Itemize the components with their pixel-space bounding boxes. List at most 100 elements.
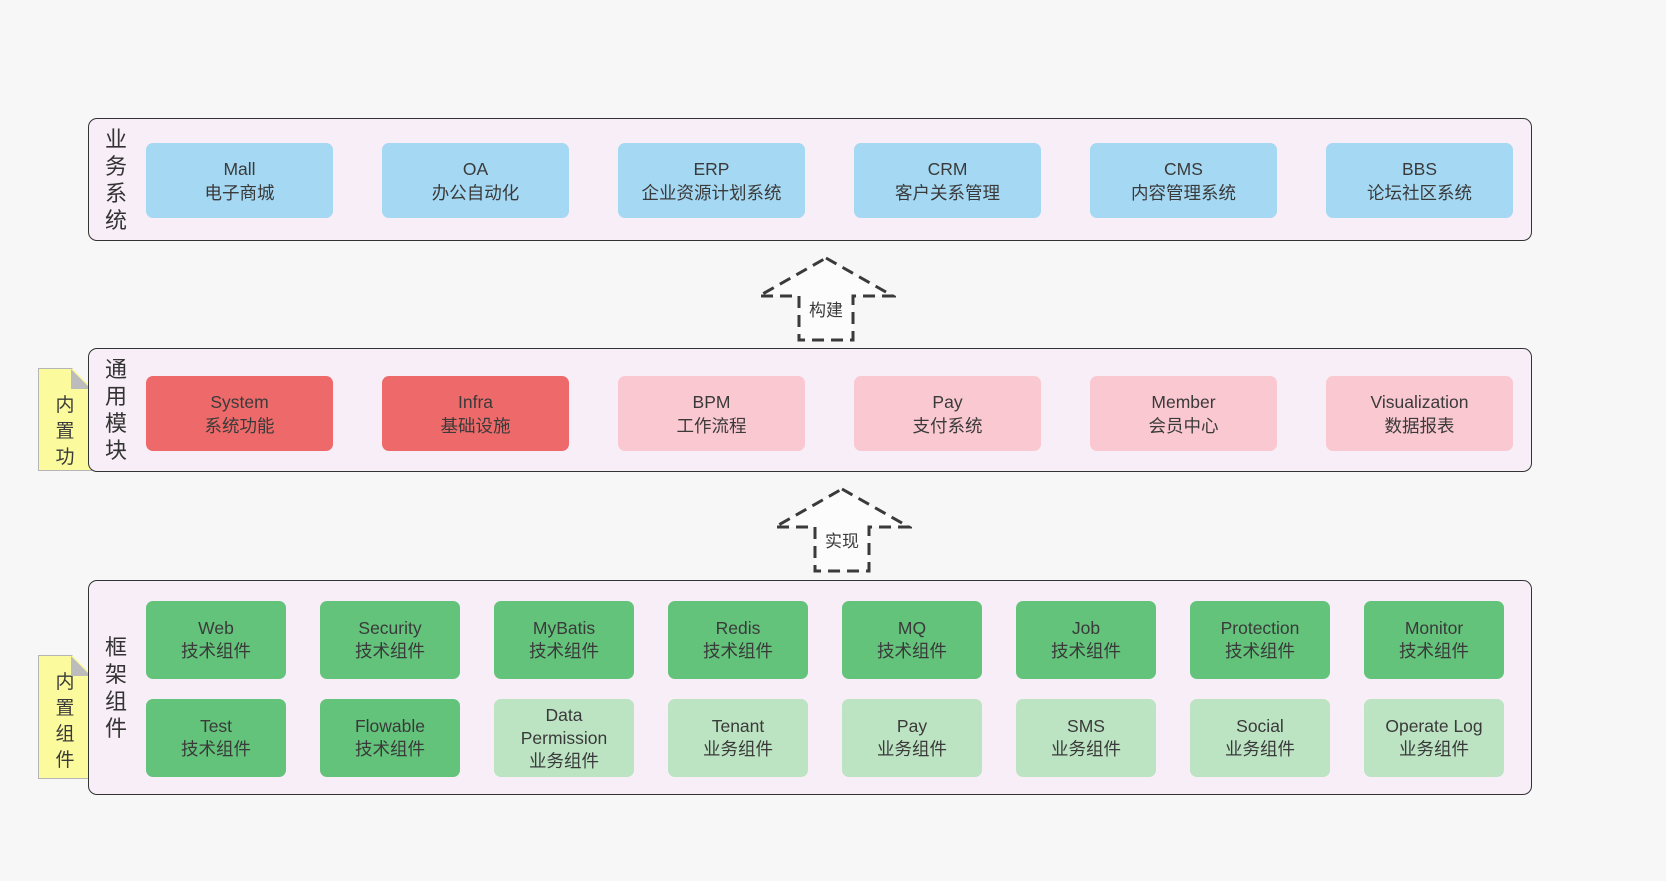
box-subtitle: 企业资源计划系统 [641, 182, 782, 203]
box-test: Test 技术组件 [146, 699, 286, 777]
box-title: Redis [715, 618, 761, 638]
modules-boxes-row: System 系统功能 Infra 基础设施 BPM 工作流程 Pay 支付系统… [146, 376, 1513, 451]
box-monitor: Monitor 技术组件 [1364, 601, 1504, 679]
box-title: Mall [223, 158, 256, 179]
box-subtitle: 业务组件 [703, 739, 773, 759]
box-title: BPM [692, 391, 731, 412]
box-title: BBS [1401, 158, 1438, 179]
box-subtitle: 业务组件 [877, 739, 947, 759]
box-subtitle: 基础设施 [440, 415, 511, 436]
box-bpm: BPM 工作流程 [618, 376, 805, 451]
box-erp: ERP 企业资源计划系统 [618, 143, 805, 218]
box-protection: Protection 技术组件 [1190, 601, 1330, 679]
box-subtitle: 系统功能 [204, 415, 275, 436]
note-text: 内置功能 [55, 395, 75, 494]
box-subtitle: 数据报表 [1384, 415, 1455, 436]
box-redis: Redis 技术组件 [668, 601, 808, 679]
box-tenant: Tenant 业务组件 [668, 699, 808, 777]
box-title: Social [1236, 716, 1284, 736]
layer-label-text: 通用模块 [104, 357, 127, 463]
box-title: Flowable [354, 716, 426, 736]
box-title: Data Permission [520, 704, 608, 748]
box-title: System [210, 391, 269, 412]
box-subtitle: 业务组件 [1051, 739, 1121, 759]
box-system: System 系统功能 [146, 376, 333, 451]
box-title: Operate Log [1385, 716, 1483, 736]
box-operate-log: Operate Log 业务组件 [1364, 699, 1504, 777]
box-title: Security [358, 618, 422, 638]
box-subtitle: 技术组件 [181, 641, 251, 661]
box-subtitle: 技术组件 [1399, 641, 1469, 661]
box-subtitle: 技术组件 [529, 641, 599, 661]
box-subtitle: 电子商城 [204, 182, 275, 203]
box-subtitle: 技术组件 [877, 641, 947, 661]
box-title: MQ [897, 618, 927, 638]
box-cms: CMS 内容管理系统 [1090, 143, 1277, 218]
box-subtitle: 技术组件 [703, 641, 773, 661]
box-title: Web [198, 618, 234, 638]
box-title: Pay [896, 716, 928, 736]
layer-label-text: 框架组件 [104, 634, 127, 741]
box-subtitle: 工作流程 [676, 415, 747, 436]
components-row-2: Test 技术组件 Flowable 技术组件 Data Permission … [146, 699, 1504, 777]
box-social: Social 业务组件 [1190, 699, 1330, 777]
box-title: Test [199, 716, 233, 736]
box-title: OA [462, 158, 489, 179]
box-subtitle: 支付系统 [912, 415, 983, 436]
implement-arrow: 实现 [772, 486, 912, 574]
box-title: Monitor [1404, 618, 1464, 638]
layer-label-text: 业务系统 [104, 126, 127, 233]
box-subtitle: 业务组件 [1399, 739, 1469, 759]
layer-label-framework-components: 框架组件 [102, 581, 130, 794]
box-pay: Pay 支付系统 [854, 376, 1041, 451]
box-title: ERP [693, 158, 730, 179]
box-subtitle: 内容管理系统 [1131, 182, 1236, 203]
layer-label-common-modules: 通用模块 [102, 349, 130, 471]
box-bbs: BBS 论坛社区系统 [1326, 143, 1513, 218]
box-member: Member 会员中心 [1090, 376, 1277, 451]
box-title: Protection [1220, 618, 1300, 638]
box-title: MyBatis [532, 618, 596, 638]
box-pay-component: Pay 业务组件 [842, 699, 982, 777]
box-title: Visualization [1370, 391, 1469, 412]
box-sms: SMS 业务组件 [1016, 699, 1156, 777]
layer-business-systems: 业务系统 Mall 电子商城 OA 办公自动化 ERP 企业资源计划系统 CRM… [88, 118, 1532, 241]
box-subtitle: 技术组件 [1225, 641, 1295, 661]
box-subtitle: 会员中心 [1148, 415, 1219, 436]
box-title: Infra [457, 391, 494, 412]
box-title: Tenant [711, 716, 765, 736]
layer-label-business-systems: 业务系统 [102, 119, 130, 240]
box-title: Member [1151, 391, 1216, 412]
box-mybatis: MyBatis 技术组件 [494, 601, 634, 679]
box-mq: MQ 技术组件 [842, 601, 982, 679]
box-infra: Infra 基础设施 [382, 376, 569, 451]
note-text: 内置组件 [55, 672, 75, 771]
box-title: CMS [1164, 158, 1203, 179]
layer-framework-components: 框架组件 Web 技术组件 Security 技术组件 MyBatis 技术组件… [88, 580, 1532, 795]
business-boxes-row: Mall 电子商城 OA 办公自动化 ERP 企业资源计划系统 CRM 客户关系… [146, 143, 1513, 218]
box-subtitle: 技术组件 [355, 641, 425, 661]
box-flowable: Flowable 技术组件 [320, 699, 460, 777]
box-title: CRM [927, 158, 968, 179]
box-title: Pay [932, 391, 963, 412]
box-subtitle: 技术组件 [355, 739, 425, 759]
build-arrow: 构建 [756, 255, 896, 343]
box-subtitle: 办公自动化 [431, 182, 520, 203]
box-crm: CRM 客户关系管理 [854, 143, 1041, 218]
box-subtitle: 论坛社区系统 [1367, 182, 1472, 203]
arrow-label: 构建 [805, 295, 847, 322]
box-subtitle: 客户关系管理 [895, 182, 1000, 203]
layer-common-modules: 通用模块 System 系统功能 Infra 基础设施 BPM 工作流程 Pay… [88, 348, 1532, 472]
components-row-1: Web 技术组件 Security 技术组件 MyBatis 技术组件 Redi… [146, 601, 1504, 679]
box-subtitle: 技术组件 [181, 739, 251, 759]
sticky-note-built-in-components: 内置组件 [38, 655, 92, 779]
box-security: Security 技术组件 [320, 601, 460, 679]
box-visualization: Visualization 数据报表 [1326, 376, 1513, 451]
arrow-label: 实现 [821, 526, 863, 553]
box-title: Job [1071, 618, 1101, 638]
box-oa: OA 办公自动化 [382, 143, 569, 218]
box-data-permission: Data Permission 业务组件 [494, 699, 634, 777]
box-subtitle: 业务组件 [529, 750, 599, 771]
box-web: Web 技术组件 [146, 601, 286, 679]
